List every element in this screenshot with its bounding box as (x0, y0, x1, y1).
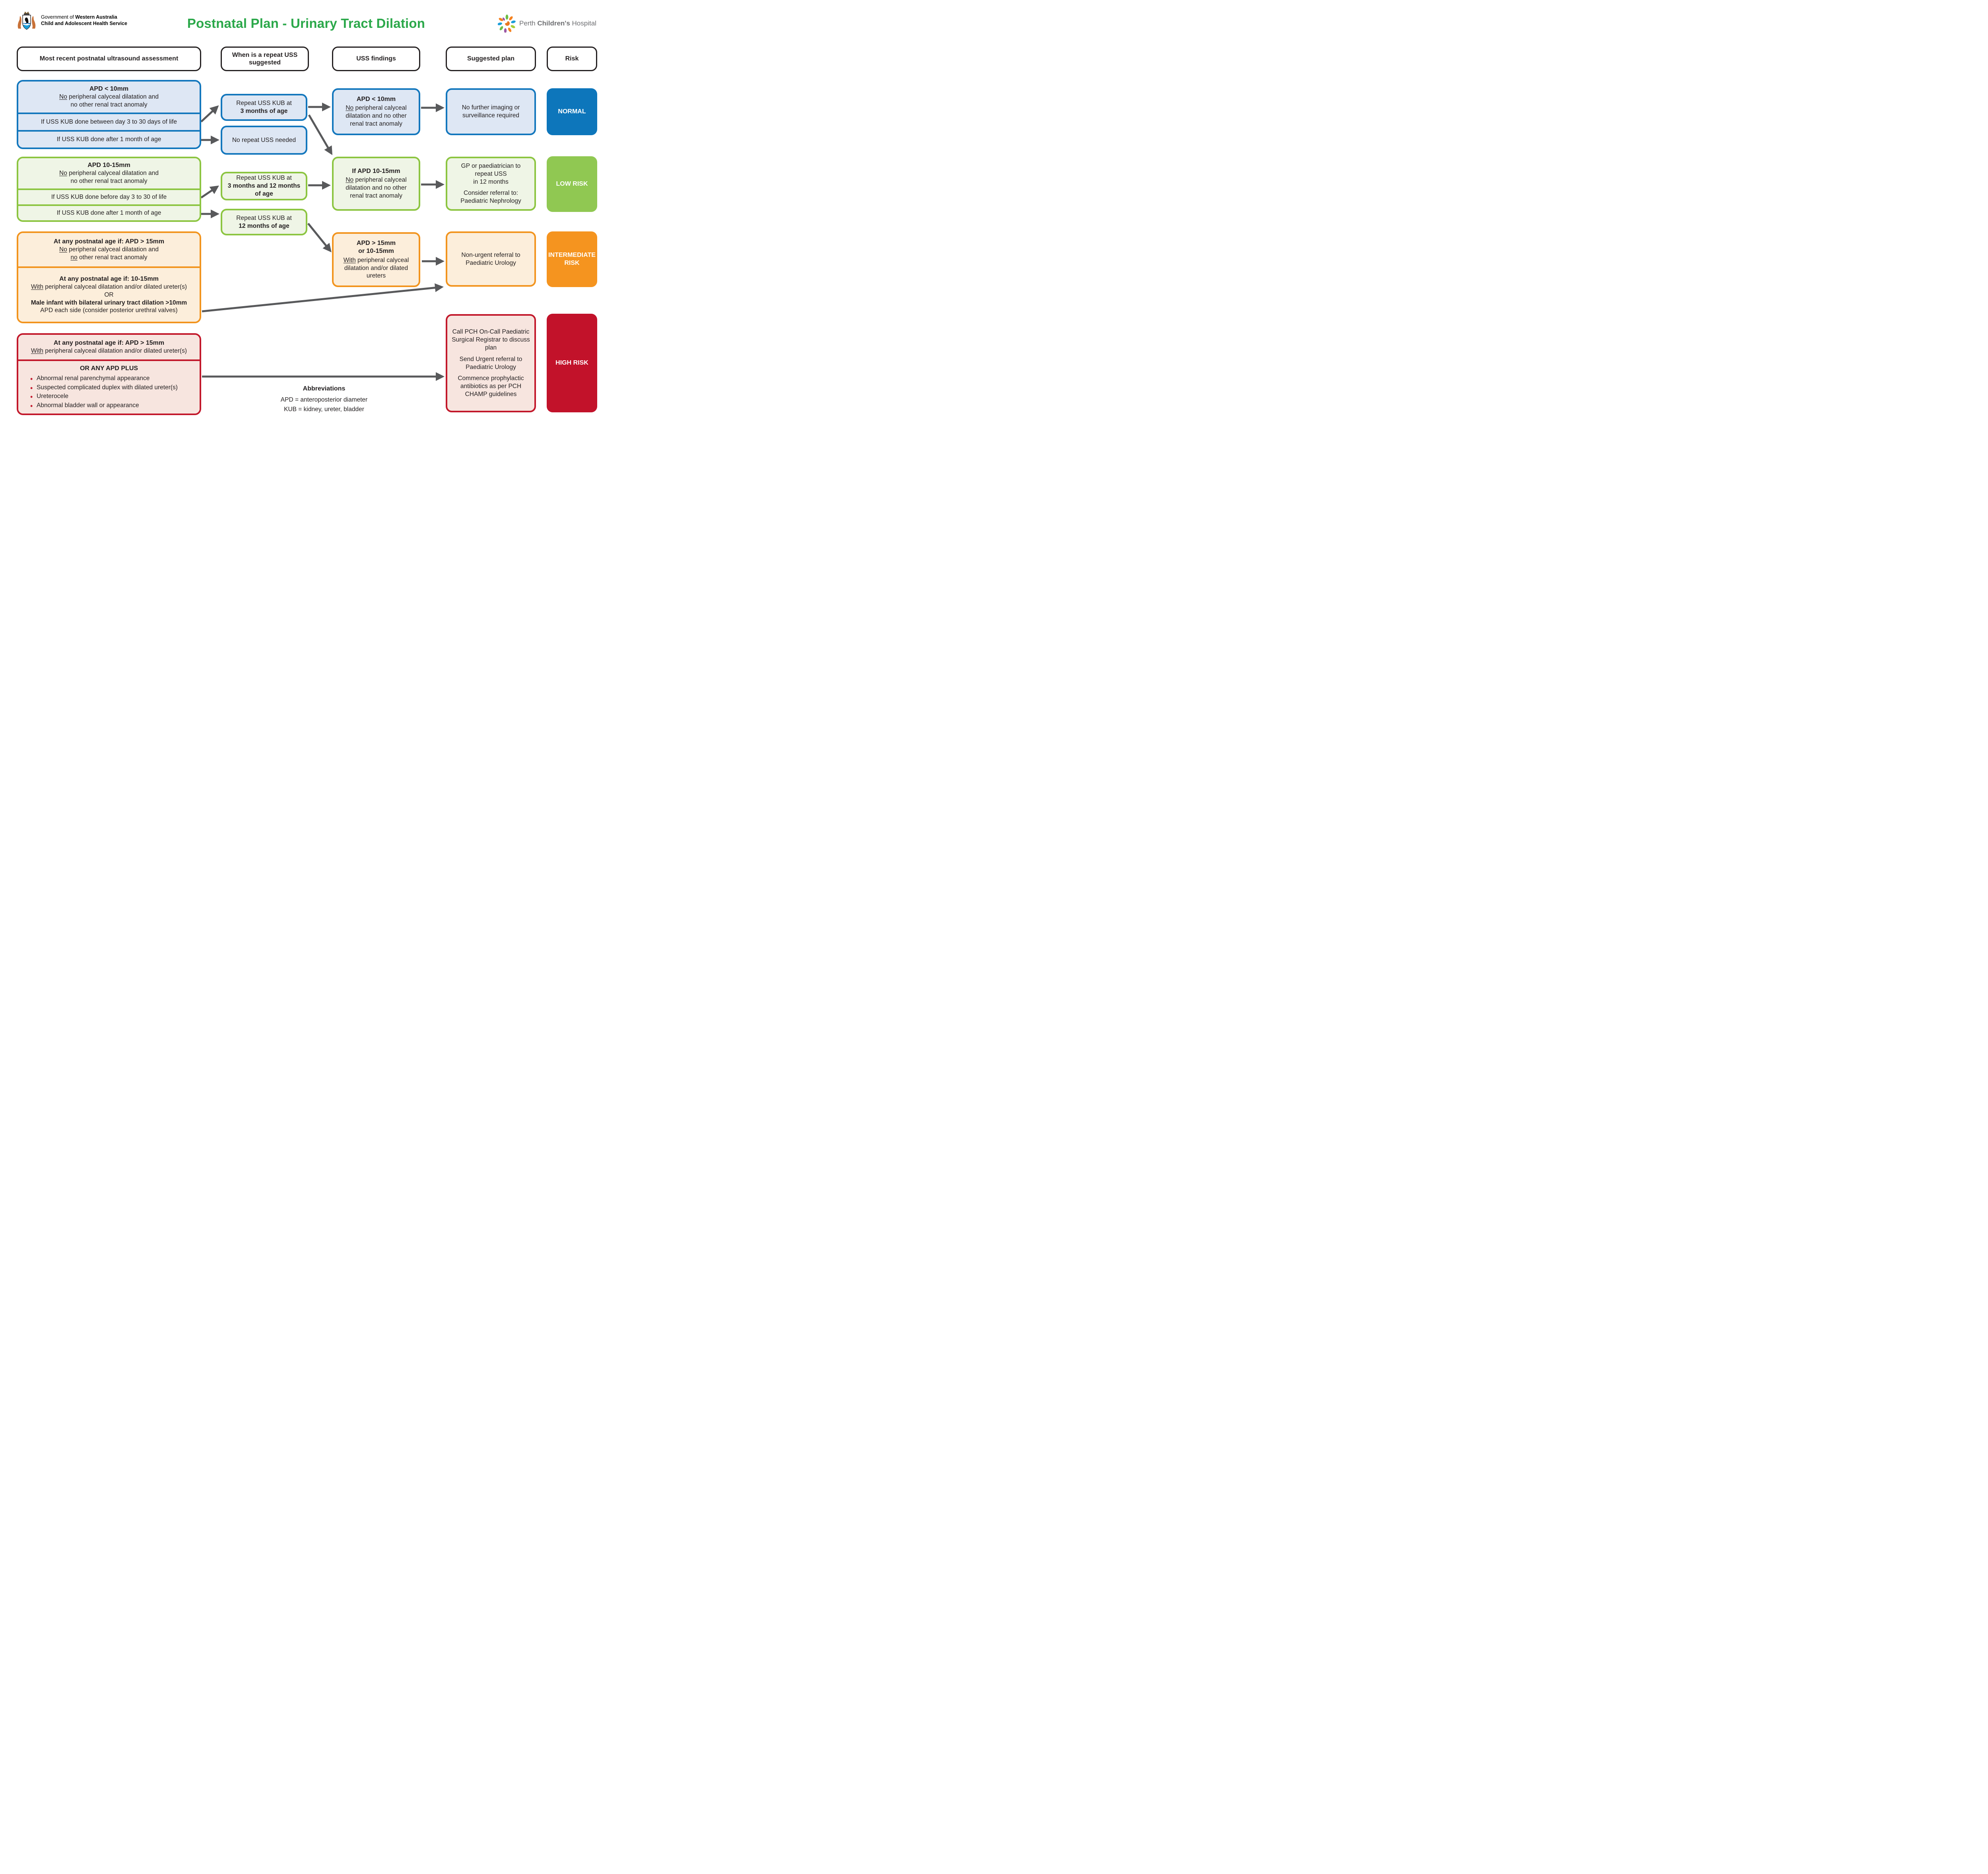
abbreviations-block: Abbreviations APD = anteroposterior diam… (221, 384, 427, 414)
plan-low-p1: GP or paediatrician to repeat USS in 12 … (461, 162, 521, 185)
repeat-box-3-months: Repeat USS KUB at 3 months of age (221, 94, 307, 121)
column-header-risk: Risk (547, 47, 597, 71)
risk-badge-normal: NORMAL (547, 88, 597, 135)
assessment-intermediate-sec1-title: At any postnatal age if: APD > 15mm (53, 238, 165, 245)
assessment-normal-sec1: APD < 10mm No peripheral calyceal dilata… (18, 82, 200, 113)
findings-box-intermediate: APD > 15mm or 10-15mm With peripheral ca… (332, 232, 420, 287)
assessment-low-title: APD 10-15mm (87, 162, 130, 169)
assessment-high-sec1-title: At any postnatal age if: APD > 15mm (53, 340, 165, 346)
assessment-intermediate-sec1-line2: no other renal tract anomaly (70, 254, 148, 261)
findings-intermediate-title1: APD > 15mm (356, 239, 396, 247)
bullet-item: Abnormal bladder wall or appearance (30, 401, 178, 412)
postnatal-plan-flowchart: Government of Western Australia Child an… (0, 0, 611, 431)
abbreviation-kub: KUB = kidney, ureter, bladder (284, 406, 364, 413)
assessment-high-sec1: At any postnatal age if: APD > 15mm With… (18, 335, 200, 359)
assessment-group-low: APD 10-15mm No peripheral calyceal dilat… (17, 157, 201, 222)
assessment-intermediate-sec2-line3: APD each side (consider posterior urethr… (40, 307, 178, 314)
plan-box-intermediate: Non-urgent referral to Paediatric Urolog… (446, 231, 536, 287)
repeat-3m-line1: Repeat USS KUB at (236, 100, 292, 107)
pch-logo-text: Perth Children's Hospital (519, 19, 596, 27)
plan-box-high: Call PCH On-Call Paediatric Surgical Reg… (446, 314, 536, 412)
government-line1: Government of Western Australia (41, 14, 117, 20)
assessment-intermediate-sec2-or: OR (104, 291, 114, 298)
government-logo: Government of Western Australia Child an… (16, 10, 127, 31)
plan-low-p2: Consider referral to: Paediatric Nephrol… (460, 190, 521, 205)
assessment-high-sec2: OR ANY APD PLUS Abnormal renal parenchym… (18, 359, 200, 414)
assessment-group-normal: APD < 10mm No peripheral calyceal dilata… (17, 80, 201, 149)
bullet-item: Ureterocele (30, 392, 178, 402)
assessment-low-cond2: If USS KUB done after 1 month of age (18, 204, 200, 220)
risk-badge-intermediate: INTERMEDIATE RISK (547, 231, 597, 287)
assessment-high-sec1-line1: With peripheral calyceal dilatation and/… (31, 348, 187, 355)
assessment-intermediate-sec2-line2: Male infant with bilateral urinary tract… (31, 299, 187, 306)
assessment-low-body-line1: No peripheral calyceal dilatation and (59, 170, 159, 177)
abbreviation-apd: APD = anteroposterior diameter (280, 396, 368, 403)
bullet-item: Abnormal renal parenchymal appearance (30, 374, 178, 385)
findings-low-body: No peripheral calyceal dilatation and no… (346, 177, 407, 200)
column-header-suggested-plan: Suggested plan (446, 47, 536, 71)
assessment-group-high: At any postnatal age if: APD > 15mm With… (17, 333, 201, 415)
findings-intermediate-body: With peripheral calyceal dilatation and/… (343, 256, 409, 280)
assessment-intermediate-sec2-line1: With peripheral calyceal dilatation and/… (31, 284, 187, 291)
assessment-high-bullet-list: Abnormal renal parenchymal appearance Su… (25, 374, 178, 412)
plan-high-p1: Call PCH On-Call Paediatric Surgical Reg… (452, 328, 530, 351)
repeat-box-none: No repeat USS needed (221, 126, 307, 155)
column-header-assessment: Most recent postnatal ultrasound assessm… (17, 47, 201, 71)
wa-coat-of-arms-icon (17, 12, 36, 30)
pch-logo: Perth Children's Hospital (498, 14, 596, 33)
repeat-box-3-and-12-months: Repeat USS KUB at 3 months and 12 months… (221, 172, 307, 200)
findings-normal-body: No peripheral calyceal dilatation and no… (346, 105, 407, 128)
repeat-12m-line1: Repeat USS KUB at (236, 214, 292, 221)
plan-high-p3: Commence prophylactic antibiotics as per… (458, 375, 524, 398)
findings-intermediate-title2: or 10-15mm (358, 248, 394, 255)
assessment-normal-title: APD < 10mm (89, 85, 129, 93)
government-logo-text: Government of Western Australia Child an… (41, 14, 127, 27)
plan-box-normal: No further imaging or surveillance requi… (446, 88, 536, 135)
assessment-normal-body-line2: no other renal tract anomaly (70, 101, 148, 109)
assessment-normal-cond2: If USS KUB done after 1 month of age (18, 130, 200, 148)
bullet-item: Suspected complicated duplex with dilate… (30, 383, 178, 394)
findings-normal-title: APD < 10mm (356, 96, 396, 103)
plan-high-p2: Send Urgent referral to Paediatric Urolo… (459, 355, 522, 371)
page-title: Postnatal Plan - Urinary Tract Dilation (187, 16, 425, 31)
assessment-normal-body-line1: No peripheral calyceal dilatation and (59, 93, 159, 101)
assessment-intermediate-sec1-line1: No peripheral calyceal dilatation and (59, 246, 159, 253)
government-line2: Child and Adolescent Health Service (41, 21, 127, 26)
assessment-normal-cond1: If USS KUB done between day 3 to 30 days… (18, 113, 200, 130)
assessment-group-intermediate: At any postnatal age if: APD > 15mm No p… (17, 231, 201, 323)
assessment-high-sec2-title: OR ANY APD PLUS (80, 365, 138, 372)
findings-box-low: If APD 10-15mm No peripheral calyceal di… (332, 157, 420, 211)
risk-badge-low: LOW RISK (547, 156, 597, 212)
assessment-low-cond1: If USS KUB done before day 3 to 30 of li… (18, 188, 200, 204)
assessment-intermediate-sec2: At any postnatal age if: 10-15mm With pe… (18, 266, 200, 322)
findings-box-normal: APD < 10mm No peripheral calyceal dilata… (332, 88, 420, 135)
assessment-low-body-line2: no other renal tract anomaly (70, 178, 148, 185)
repeat-3-12m-line2: 3 months and 12 months of age (227, 183, 301, 197)
abbreviations-title: Abbreviations (303, 385, 346, 392)
plan-box-low: GP or paediatrician to repeat USS in 12 … (446, 157, 536, 211)
assessment-intermediate-sec1: At any postnatal age if: APD > 15mm No p… (18, 233, 200, 266)
column-header-uss-findings: USS findings (332, 47, 420, 71)
column-header-repeat-uss: When is a repeat USS suggested (221, 47, 309, 71)
assessment-low-sec1: APD 10-15mm No peripheral calyceal dilat… (18, 158, 200, 188)
repeat-12m-line2: 12 months of age (239, 222, 289, 229)
assessment-intermediate-sec2-title: At any postnatal age if: 10-15mm (59, 276, 159, 282)
repeat-3m-line2: 3 months of age (240, 108, 288, 115)
risk-badge-high: HIGH RISK (547, 314, 597, 412)
pch-starburst-icon (498, 14, 516, 33)
repeat-3-12m-line1: Repeat USS KUB at (236, 175, 292, 182)
findings-low-title: If APD 10-15mm (352, 168, 400, 175)
repeat-box-12-months: Repeat USS KUB at 12 months of age (221, 209, 307, 235)
